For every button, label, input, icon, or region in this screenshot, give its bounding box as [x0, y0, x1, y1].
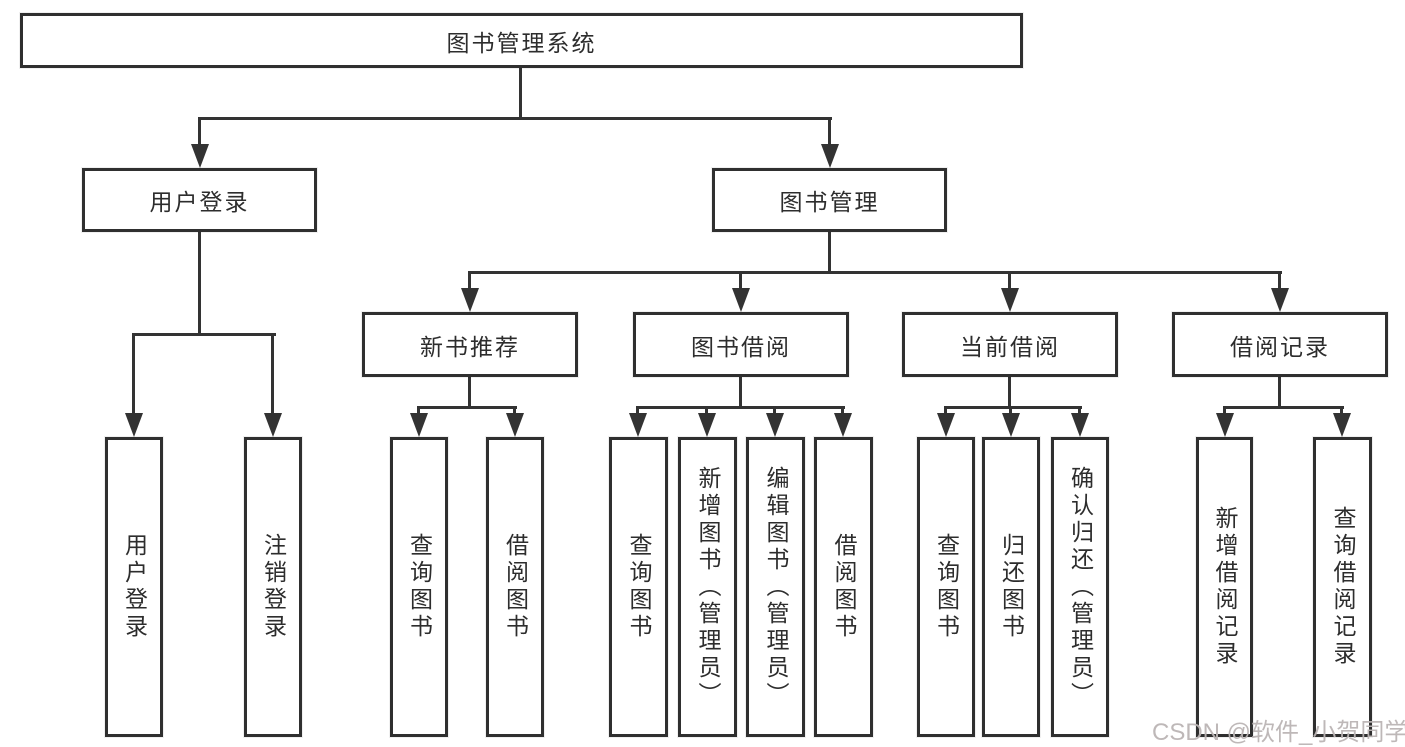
- arrow-down-icon: [264, 413, 282, 437]
- arrow-down-icon: [1001, 288, 1019, 312]
- node-book-mgmt: 图书管理: [712, 168, 947, 232]
- leaf-borrow-book-b-label: 借阅图书: [831, 533, 857, 641]
- arrow-down-icon: [766, 413, 784, 437]
- connector-borrow-record-stem: [1278, 377, 1281, 409]
- connector-book-mgmt-rail: [468, 271, 1282, 274]
- leaf-query-book-a: 查询图书: [390, 437, 448, 737]
- node-book-mgmt-label: 图书管理: [779, 189, 880, 215]
- leaf-logout-label: 注销登录: [260, 533, 287, 641]
- arrow-down-icon: [1333, 413, 1351, 437]
- connector-current-borrow-stem: [1008, 377, 1011, 409]
- connector-drop-book-borrow: [739, 271, 742, 288]
- connector-drop-borrow-book-b: [841, 406, 844, 413]
- leaf-user-login-label: 用户登录: [121, 533, 148, 641]
- connector-current-borrow-rail: [944, 406, 1082, 409]
- connector-drop-borrow-book-a: [513, 406, 516, 413]
- node-book-borrow: 图书借阅: [633, 312, 849, 377]
- arrow-down-icon: [698, 413, 716, 437]
- arrow-down-icon: [1271, 288, 1289, 312]
- node-user-login-label: 用户登录: [149, 189, 250, 215]
- connector-drop-book-mgmt: [828, 117, 831, 144]
- leaf-return-book: 归还图书: [982, 437, 1040, 737]
- node-current-borrow: 当前借阅: [902, 312, 1118, 377]
- leaf-query-book-c: 查询图书: [917, 437, 975, 737]
- leaf-add-record-label: 新增借阅记录: [1212, 506, 1238, 668]
- leaf-return-book-label: 归还图书: [998, 533, 1025, 641]
- leaf-query-book-a-label: 查询图书: [406, 533, 433, 641]
- connector-drop-edit-book: [773, 406, 776, 413]
- connector-drop-query-book-b: [636, 406, 639, 413]
- arrow-down-icon: [1216, 413, 1234, 437]
- connector-user-login-stem: [198, 232, 201, 336]
- leaf-query-book-b-label: 查询图书: [626, 533, 652, 641]
- connector-drop-return-book: [1009, 406, 1012, 413]
- leaf-edit-book: 编辑图书（管理员）: [746, 437, 805, 737]
- connector-drop-leaf-user-login: [132, 333, 135, 413]
- arrow-down-icon: [834, 413, 852, 437]
- leaf-query-record-label: 查询借阅记录: [1330, 506, 1356, 668]
- leaf-logout: 注销登录: [244, 437, 302, 737]
- node-user-login: 用户登录: [82, 168, 317, 232]
- node-borrow-record-label: 借阅记录: [1230, 333, 1330, 360]
- leaf-query-record: 查询借阅记录: [1313, 437, 1372, 737]
- connector-drop-user-login: [198, 117, 201, 144]
- connector-root-rail: [199, 117, 832, 120]
- node-new-book-rec-label: 新书推荐: [420, 333, 520, 360]
- connector-drop-borrow-record: [1278, 271, 1281, 288]
- connector-drop-query-record: [1340, 406, 1343, 413]
- leaf-confirm-return-label: 确认归还（管理员）: [1067, 465, 1094, 709]
- connector-drop-confirm-return: [1078, 406, 1081, 413]
- leaf-query-book-b: 查询图书: [609, 437, 668, 737]
- leaf-add-record: 新增借阅记录: [1196, 437, 1253, 737]
- connector-book-borrow-rail: [636, 406, 845, 409]
- leaf-borrow-book-a: 借阅图书: [486, 437, 544, 737]
- arrow-down-icon: [125, 413, 143, 437]
- connector-drop-add-book: [705, 406, 708, 413]
- node-root-label: 图书管理系统: [446, 29, 597, 56]
- connector-book-borrow-stem: [739, 377, 742, 409]
- leaf-borrow-book-a-label: 借阅图书: [502, 533, 529, 641]
- arrow-down-icon: [821, 144, 839, 168]
- connector-drop-current-borrow: [1008, 271, 1011, 288]
- node-current-borrow-label: 当前借阅: [960, 333, 1060, 360]
- connector-drop-leaf-logout: [271, 333, 274, 413]
- csdn-watermark: CSDN @软件_小贺同学: [1152, 719, 1405, 746]
- leaf-add-book-label: 新增图书（管理员）: [695, 465, 721, 709]
- connector-drop-add-record: [1223, 406, 1226, 413]
- arrow-down-icon: [461, 288, 479, 312]
- connector-new-book-rec-rail: [417, 406, 517, 409]
- arrow-down-icon: [506, 413, 524, 437]
- leaf-user-login: 用户登录: [105, 437, 163, 737]
- leaf-add-book: 新增图书（管理员）: [678, 437, 737, 737]
- leaf-query-book-c-label: 查询图书: [933, 533, 960, 641]
- connector-drop-query-book-a: [417, 406, 420, 413]
- connector-book-mgmt-stem: [828, 232, 831, 274]
- leaf-edit-book-label: 编辑图书（管理员）: [763, 465, 789, 709]
- arrow-down-icon: [732, 288, 750, 312]
- connector-borrow-record-rail: [1223, 406, 1344, 409]
- arrow-down-icon: [1002, 413, 1020, 437]
- leaf-confirm-return: 确认归还（管理员）: [1051, 437, 1109, 737]
- node-new-book-rec: 新书推荐: [362, 312, 578, 377]
- connector-drop-new-book-rec: [468, 271, 471, 288]
- arrow-down-icon: [937, 413, 955, 437]
- arrow-down-icon: [410, 413, 428, 437]
- arrow-down-icon: [1071, 413, 1089, 437]
- arrow-down-icon: [629, 413, 647, 437]
- connector-root-stem: [519, 68, 522, 118]
- node-borrow-record: 借阅记录: [1172, 312, 1388, 377]
- connector-drop-query-book-c: [944, 406, 947, 413]
- arrow-down-icon: [191, 144, 209, 168]
- node-root: 图书管理系统: [20, 13, 1023, 68]
- leaf-borrow-book-b: 借阅图书: [814, 437, 873, 737]
- connector-new-book-rec-stem: [468, 377, 471, 409]
- connector-user-login-rail: [132, 333, 276, 336]
- node-book-borrow-label: 图书借阅: [691, 333, 791, 360]
